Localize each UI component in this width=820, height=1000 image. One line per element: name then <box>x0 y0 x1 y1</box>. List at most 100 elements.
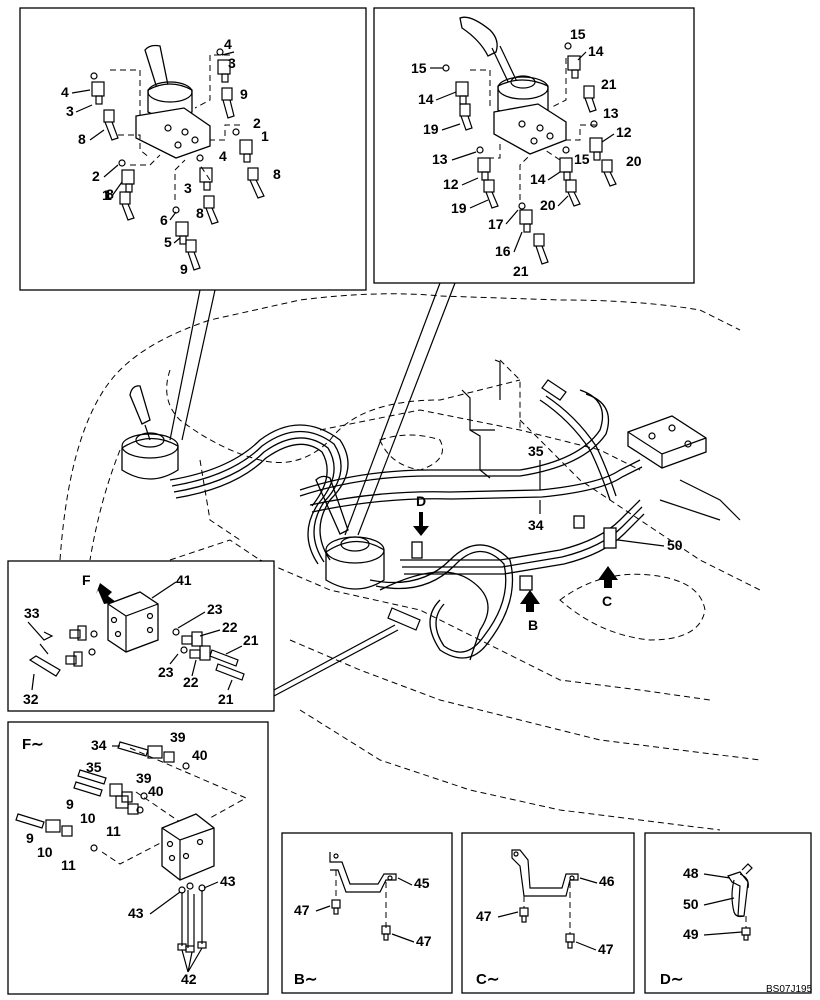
label-4: 4 <box>61 84 69 100</box>
label-19: 19 <box>451 200 467 216</box>
detail-box-b: 45 47 47 B∼ <box>281 832 453 994</box>
figure-code: BS07J195 <box>766 984 813 995</box>
label-1: 1 <box>102 187 110 203</box>
label-22: 22 <box>183 674 199 690</box>
label-49: 49 <box>683 926 699 942</box>
left-joystick <box>121 385 179 480</box>
detail-box-f-tilde: F∼ 34 39 40 35 39 9 40 10 11 9 10 11 43 <box>7 721 269 995</box>
label-1: 1 <box>261 128 269 144</box>
label-47: 47 <box>598 941 614 957</box>
label-12: 12 <box>443 176 459 192</box>
detail-box-f: F 41 33 23 22 21 23 22 32 21 <box>7 560 275 712</box>
label-11: 11 <box>61 857 76 873</box>
label-9: 9 <box>26 830 34 846</box>
leader-right <box>344 282 441 536</box>
label-43: 43 <box>220 873 236 889</box>
arrow-d-icon <box>413 512 429 536</box>
label-20: 20 <box>540 197 556 213</box>
label-10: 10 <box>80 810 96 826</box>
label-15: 15 <box>574 151 590 167</box>
label-4: 4 <box>224 36 232 52</box>
label-21: 21 <box>601 76 617 92</box>
label-19: 19 <box>423 121 439 137</box>
label-16: 16 <box>495 243 511 259</box>
label-8: 8 <box>196 205 204 221</box>
label-14: 14 <box>530 171 546 187</box>
label-35: 35 <box>528 443 544 459</box>
label-9: 9 <box>240 86 248 102</box>
label-8: 8 <box>78 131 86 147</box>
clamps <box>411 515 617 591</box>
label-46: 46 <box>599 873 615 889</box>
label-17: 17 <box>488 216 504 232</box>
label-4: 4 <box>219 148 227 164</box>
control-valve-block <box>627 415 741 521</box>
label-32: 32 <box>23 691 39 707</box>
label-45: 45 <box>414 875 430 891</box>
label-3: 3 <box>184 180 192 196</box>
label-13: 13 <box>603 105 619 121</box>
view-arrows <box>413 512 618 612</box>
label-2: 2 <box>253 115 261 131</box>
leader-f <box>273 624 396 691</box>
label-8: 8 <box>273 166 281 182</box>
label-6: 6 <box>160 212 168 228</box>
label-D: D <box>416 493 426 509</box>
detail-box-c: 46 47 47 C∼ <box>461 832 635 994</box>
label-40: 40 <box>192 747 208 763</box>
label-13: 13 <box>432 151 448 167</box>
label-9: 9 <box>66 796 74 812</box>
label-35: 35 <box>86 759 102 775</box>
label-3: 3 <box>228 55 236 71</box>
detail-box-right-joystick: 15 14 15 14 21 19 13 12 13 15 20 12 14 1… <box>373 7 695 284</box>
label-15: 15 <box>570 26 586 42</box>
label-5: 5 <box>164 234 172 250</box>
label-21: 21 <box>218 691 234 707</box>
label-C: C <box>602 593 612 609</box>
arrow-b-icon <box>520 590 540 612</box>
label-50: 50 <box>667 537 683 553</box>
label-10: 10 <box>37 844 53 860</box>
label-14: 14 <box>418 91 434 107</box>
label-15: 15 <box>411 60 427 76</box>
label-B-tilde: B∼ <box>294 971 317 988</box>
label-50: 50 <box>683 896 699 912</box>
detail-box-left-joystick: 4 3 4 3 9 8 2 1 2 4 1 8 1 3 8 8 6 5 9 8 … <box>19 7 367 291</box>
arrow-c-icon <box>598 566 618 588</box>
arrow-f-icon <box>96 583 116 604</box>
label-33: 33 <box>24 605 40 621</box>
detail-box-d: 48 50 49 D∼ <box>644 832 812 994</box>
label-20: 20 <box>626 153 642 169</box>
label-34: 34 <box>528 517 544 533</box>
label-47: 47 <box>476 908 492 924</box>
label-9: 9 <box>180 261 188 277</box>
leader-left <box>169 289 201 441</box>
label-40: 40 <box>148 783 164 799</box>
mounting-bracket <box>461 359 501 479</box>
label-21: 21 <box>243 632 259 648</box>
label-48: 48 <box>683 865 699 881</box>
label-42: 42 <box>181 971 197 987</box>
label-47: 47 <box>294 902 310 918</box>
label-47: 47 <box>416 933 432 949</box>
label-23: 23 <box>158 664 174 680</box>
label-D-tilde: D∼ <box>660 971 683 988</box>
label-8: 8 <box>106 186 114 202</box>
label-1: 1 <box>104 187 112 203</box>
right-joystick <box>315 475 385 590</box>
label-34: 34 <box>91 737 107 753</box>
label-22: 22 <box>222 619 238 635</box>
label-43: 43 <box>128 905 144 921</box>
label-14: 14 <box>588 43 604 59</box>
label-C-tilde: C∼ <box>476 971 499 988</box>
label-39: 39 <box>170 729 186 745</box>
label-11: 11 <box>106 823 121 839</box>
label-23: 23 <box>207 601 223 617</box>
label-3: 3 <box>66 103 74 119</box>
label-B: B <box>528 617 538 633</box>
label-F: F <box>82 572 91 588</box>
pilot-hoses <box>169 379 645 661</box>
main-labels: 35 D 34 50 C B <box>416 443 683 633</box>
label-F-tilde: F∼ <box>22 736 44 753</box>
